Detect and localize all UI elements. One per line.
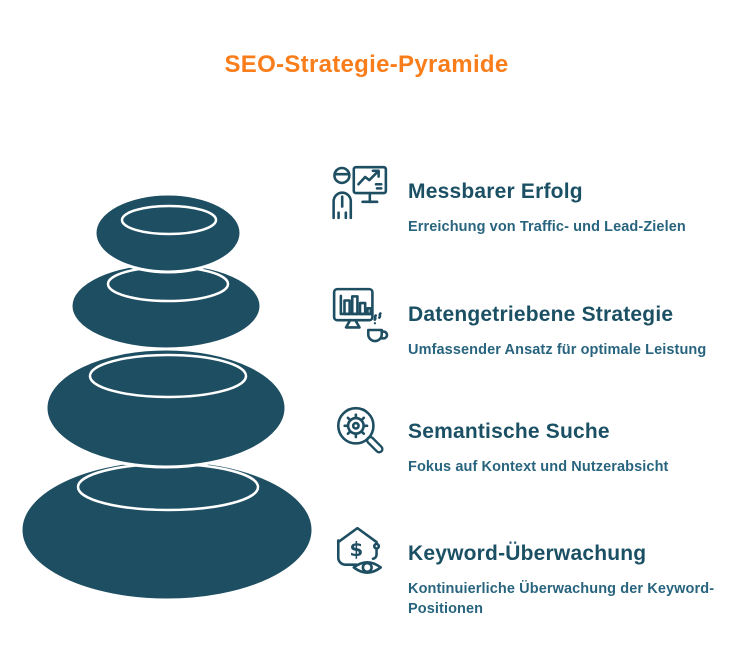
list-item-keyword-ueberwachung: $ Keyword-Überwachung Kontinuierliche Üb… (330, 524, 725, 619)
monitor-bar-chart-coffee-icon (330, 285, 390, 345)
item-text-block: Keyword-Überwachung Kontinuierliche Über… (408, 524, 725, 619)
stone-level-3 (44, 347, 288, 469)
item-title: Datengetriebene Strategie (408, 303, 674, 326)
dollar-glyph: $ (350, 538, 364, 561)
stone-level-2 (69, 261, 263, 351)
item-description: Kontinuierliche Überwachung der Keyword-… (408, 581, 715, 617)
item-title: Keyword-Überwachung (408, 542, 647, 565)
item-text-block: Messbarer Erfolg Erreichung von Traffic-… (408, 162, 725, 237)
money-tag-eye-icon: $ (330, 524, 390, 584)
item-description: Fokus auf Kontext und Nutzerabsicht (408, 459, 669, 475)
list-item-semantische-suche: Semantische Suche Fokus auf Kontext und … (330, 402, 725, 477)
item-text-block: Semantische Suche Fokus auf Kontext und … (408, 402, 725, 477)
stone-level-1 (93, 192, 243, 274)
item-description: Erreichung von Traffic- und Lead-Zielen (408, 219, 686, 235)
item-title: Semantische Suche (408, 420, 610, 443)
magnifier-gear-icon (330, 402, 390, 462)
item-text-block: Datengetriebene Strategie Umfassender An… (408, 285, 725, 360)
item-title: Messbarer Erfolg (408, 180, 583, 203)
list-item-datengetriebene-strategie: Datengetriebene Strategie Umfassender An… (330, 285, 725, 360)
page-title: SEO-Strategie-Pyramide (224, 51, 509, 78)
stone-level-4 (19, 458, 315, 602)
list-item-messbarer-erfolg: Messbarer Erfolg Erreichung von Traffic-… (330, 162, 725, 237)
presenter-chart-board-icon (330, 162, 390, 222)
item-description: Umfassender Ansatz für optimale Leistung (408, 342, 707, 358)
